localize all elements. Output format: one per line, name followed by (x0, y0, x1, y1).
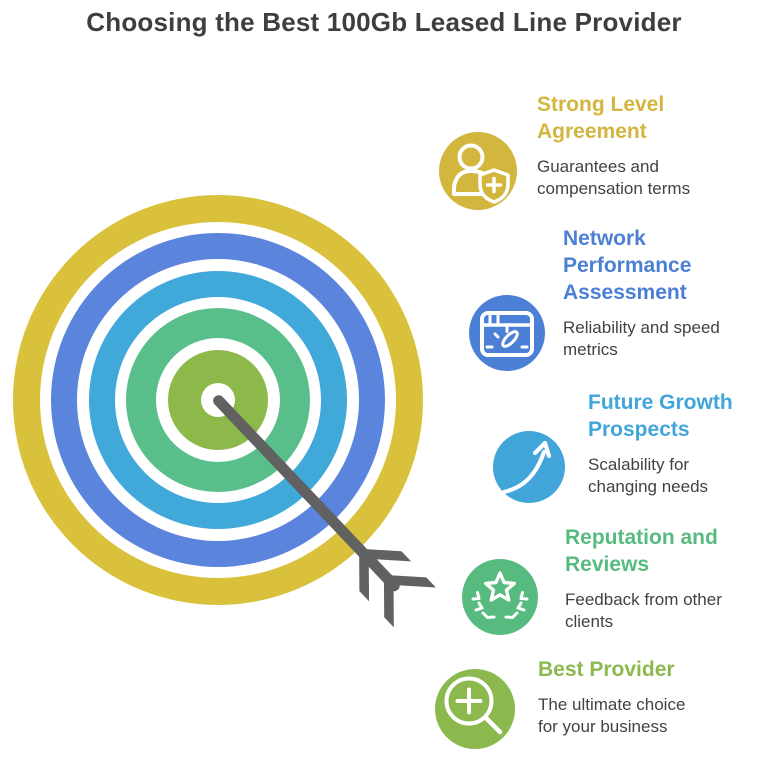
heading-line: Reviews (565, 553, 650, 576)
desc-line: Reliability and speed (563, 318, 720, 337)
item-best-provider: Best Provider The ultimate choice for yo… (538, 656, 685, 737)
desc-line: Feedback from other (565, 590, 722, 609)
item-heading: Reputation and Reviews (565, 524, 722, 578)
star-laurel-icon (471, 571, 529, 619)
arrow-fletching (359, 548, 370, 602)
item-icon-circle-performance (469, 295, 545, 371)
heading-line: Reputation and (565, 526, 718, 549)
heading-line: Assessment (563, 281, 687, 304)
heading-line: Agreement (537, 120, 647, 143)
item-heading: Future Growth Prospects (588, 389, 733, 443)
item-icon-circle-growth (493, 431, 565, 503)
desc-line: for your business (538, 716, 668, 736)
item-icon-circle-agreement (439, 132, 517, 210)
page-title: Choosing the Best 100Gb Leased Line Prov… (86, 7, 682, 37)
desc-line: Guarantees and (537, 157, 659, 176)
item-growth: Future Growth Prospects Scalability for … (588, 389, 733, 497)
item-performance: Network Performance Assessment Reliabili… (563, 225, 720, 360)
heading-line: Prospects (588, 418, 690, 441)
item-heading: Strong Level Agreement (537, 91, 690, 145)
target-bullseye-graphic (13, 195, 436, 628)
heading-line: Future Growth (588, 391, 733, 414)
speedometer-browser-icon (480, 311, 534, 357)
heading-line: Strong Level (537, 93, 665, 116)
desc-line: clients (565, 611, 614, 631)
magnifier-plus-icon (444, 676, 503, 735)
desc-line: The ultimate choice (538, 695, 686, 714)
desc-line: Scalability for (588, 455, 690, 474)
item-reputation: Reputation and Reviews Feedback from oth… (565, 524, 722, 632)
arrow (213, 395, 436, 628)
item-agreement: Strong Level Agreement Guarantees and co… (537, 91, 690, 199)
arrow-fletching (359, 548, 412, 562)
desc-line: changing needs (588, 476, 709, 496)
item-icon-circle-reputation (462, 559, 538, 635)
item-heading: Best Provider (538, 656, 685, 683)
item-desc: Scalability for changing needs (588, 454, 733, 497)
heading-line: Performance (563, 254, 692, 277)
item-desc: Guarantees and compensation terms (537, 156, 690, 199)
item-desc: Reliability and speed metrics (563, 317, 720, 360)
desc-line: metrics (563, 339, 618, 359)
item-desc: Feedback from other clients (565, 589, 722, 632)
item-desc: The ultimate choice for your business (538, 694, 685, 737)
item-icon-circle-best-provider (435, 669, 515, 749)
item-heading: Network Performance Assessment (563, 225, 720, 306)
desc-line: compensation terms (537, 178, 691, 198)
arrow-fletching (383, 574, 436, 588)
heading-line: Network (563, 227, 646, 250)
user-shield-plus-icon (451, 143, 510, 204)
arrow-fletching (383, 574, 394, 628)
growth-arrow-icon (501, 440, 552, 495)
heading-line: Best Provider (538, 658, 675, 681)
